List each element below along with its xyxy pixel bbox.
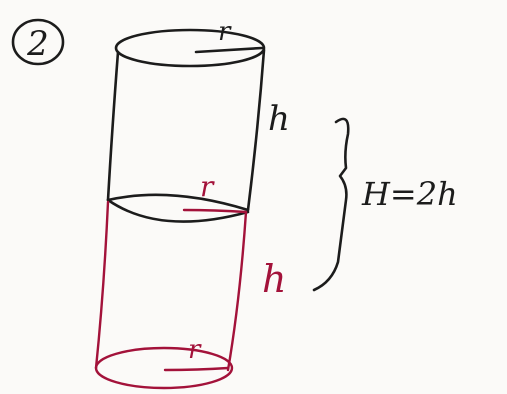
- total-height-brace: [312, 117, 350, 292]
- upper-height-label: h: [268, 99, 290, 139]
- lower-cylinder-bottom-face: [94, 346, 234, 390]
- problem-number: 2: [26, 24, 49, 64]
- problem-number-circle: [11, 18, 65, 66]
- upper-cylinder-top-face: [114, 28, 266, 68]
- bottom-radius-line: [163, 366, 230, 372]
- top-radius-label: r: [218, 17, 232, 47]
- total-height-label: H=2h: [361, 175, 458, 213]
- upper-cylinder-left-edge: [106, 50, 120, 202]
- middle-face-front-edge: [106, 198, 250, 223]
- lower-cylinder: [94, 200, 248, 390]
- middle-face-back-edge: [106, 193, 250, 212]
- lower-cylinder-right-edge: [226, 210, 248, 372]
- middle-radius-line: [182, 208, 248, 214]
- upper-radius-line: [194, 46, 264, 54]
- upper-cylinder-right-edge: [246, 48, 266, 212]
- lower-height-label: h: [262, 257, 286, 301]
- bottom-radius-label: r: [188, 335, 202, 365]
- upper-cylinder: [106, 28, 266, 223]
- lower-cylinder-left-edge: [94, 200, 110, 370]
- middle-radius-label: r: [200, 170, 215, 203]
- problem-number-badge: 2: [11, 18, 65, 66]
